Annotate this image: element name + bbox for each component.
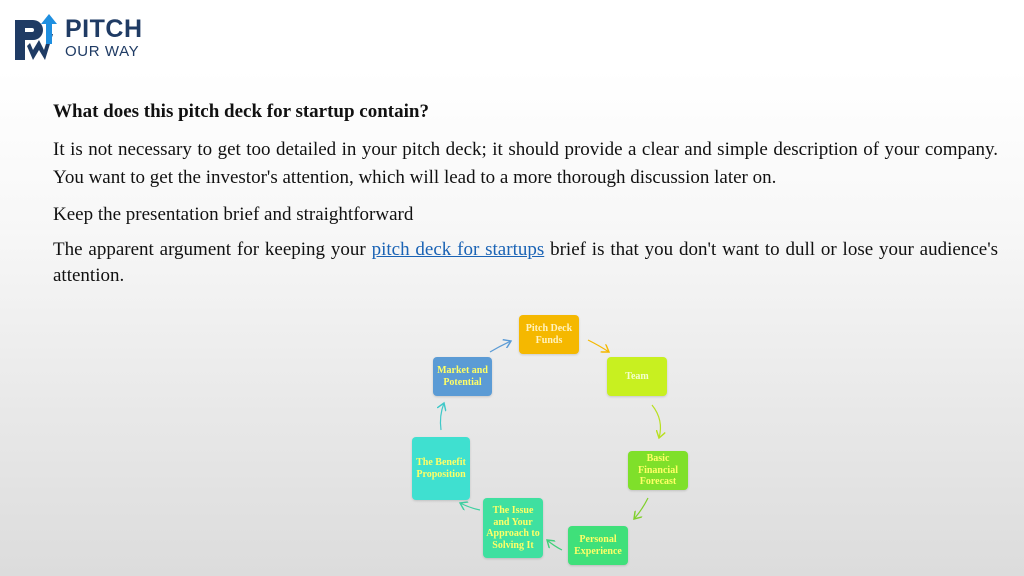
pitch-deck-link[interactable]: pitch deck for startups [371,239,545,260]
argument-text-after: brief is that you don't want to dull or … [53,239,999,286]
argument-paragraph: The apparent argument for keeping your p… [53,237,998,288]
arrow-funds-to-team [587,339,609,352]
logo: PITCH OUR WAY [13,10,143,66]
section-heading: What does this pitch deck for startup co… [53,101,429,122]
brief-paragraph: Keep the presentation brief and straight… [53,203,414,225]
arrow-experience-to-issue [547,540,563,551]
arrow-forecast-to-experience [634,497,649,519]
logo-text-line2: OUR WAY [65,43,140,60]
logo-mark-icon [15,14,57,60]
argument-text-before: The apparent argument for keeping your [53,239,372,260]
arrow-benefit-to-market [440,403,444,431]
logo-text-line1: PITCH [65,15,143,43]
node-market-potential: Market and Potential [433,357,492,396]
node-basic-financial-forecast: Basic Financial Forecast [628,451,688,490]
arrow-issue-to-benefit [460,503,481,511]
node-pitch-deck-funds: Pitch Deck Funds [519,315,579,354]
node-benefit-proposition: The Benefit Proposition [412,437,470,500]
node-issue-approach: The Issue and Your Approach to Solving I… [483,498,543,558]
intro-paragraph: It is not necessary to get too detailed … [53,138,998,189]
arrow-market-to-funds [489,341,511,353]
arrow-team-to-forecast [651,404,660,438]
node-personal-experience: Personal Experience [568,526,628,565]
main-content: What does this pitch deck for startup co… [53,98,998,296]
node-team: Team [607,357,667,396]
